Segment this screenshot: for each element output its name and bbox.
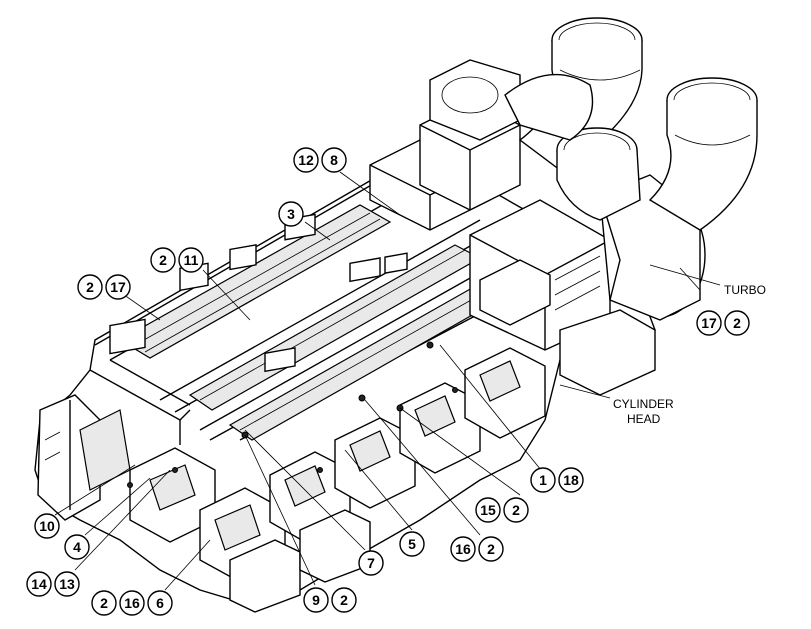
callout-12: 12 bbox=[293, 147, 319, 173]
callout-8: 8 bbox=[321, 147, 347, 173]
callout-14: 14 bbox=[26, 571, 52, 597]
callout-16-a: 16 bbox=[450, 536, 476, 562]
callout-2-f: 2 bbox=[331, 587, 357, 613]
callout-15: 15 bbox=[475, 497, 501, 523]
leader-lines bbox=[54, 171, 721, 591]
svg-text:13: 13 bbox=[59, 576, 75, 592]
svg-text:2: 2 bbox=[487, 541, 495, 557]
svg-text:2: 2 bbox=[86, 279, 94, 295]
callout-16-b: 16 bbox=[119, 590, 145, 616]
svg-text:1: 1 bbox=[539, 472, 547, 488]
svg-text:3: 3 bbox=[287, 206, 295, 222]
callout-2-d: 2 bbox=[503, 497, 529, 523]
turbo-label: TURBO bbox=[724, 283, 766, 297]
svg-text:2: 2 bbox=[340, 592, 348, 608]
svg-text:7: 7 bbox=[367, 555, 375, 571]
svg-text:17: 17 bbox=[701, 315, 717, 331]
callout-18: 18 bbox=[558, 467, 584, 493]
svg-text:8: 8 bbox=[330, 152, 338, 168]
text-labels: TURBO CYLINDER HEAD bbox=[613, 283, 766, 426]
cylinder-head-label-line1: CYLINDER bbox=[613, 397, 674, 411]
callout-2-e: 2 bbox=[478, 536, 504, 562]
callout-10: 10 bbox=[34, 513, 60, 539]
svg-text:15: 15 bbox=[480, 502, 496, 518]
callout-7: 7 bbox=[358, 550, 384, 576]
svg-text:2: 2 bbox=[100, 595, 108, 611]
callout-17-a: 17 bbox=[105, 274, 131, 300]
engine-block-drawing bbox=[34, 17, 758, 613]
svg-text:9: 9 bbox=[312, 592, 320, 608]
callout-4: 4 bbox=[64, 534, 90, 560]
exhaust-outlets bbox=[429, 17, 758, 231]
cylinder-head-label-line2: HEAD bbox=[627, 412, 661, 426]
callout-2-a: 2 bbox=[150, 247, 176, 273]
callout-2-b: 2 bbox=[77, 274, 103, 300]
callout-3: 3 bbox=[278, 201, 304, 227]
svg-text:2: 2 bbox=[159, 252, 167, 268]
svg-text:16: 16 bbox=[124, 595, 140, 611]
svg-text:12: 12 bbox=[298, 152, 314, 168]
svg-text:4: 4 bbox=[73, 539, 81, 555]
callout-1: 1 bbox=[530, 467, 556, 493]
cylinder-heads bbox=[129, 347, 546, 613]
callout-17-b: 17 bbox=[696, 310, 722, 336]
callouts: 12 8 3 2 11 2 17 17 2 1 18 15 2 16 2 5 7… bbox=[26, 147, 750, 616]
svg-text:17: 17 bbox=[110, 279, 126, 295]
svg-text:2: 2 bbox=[733, 315, 741, 331]
callout-2-c: 2 bbox=[724, 310, 750, 336]
callout-11: 11 bbox=[178, 247, 204, 273]
svg-text:14: 14 bbox=[31, 576, 47, 592]
callout-2-g: 2 bbox=[91, 590, 117, 616]
svg-text:2: 2 bbox=[512, 502, 520, 518]
callout-13: 13 bbox=[54, 571, 80, 597]
svg-text:6: 6 bbox=[156, 595, 164, 611]
callout-5: 5 bbox=[399, 531, 425, 557]
rail-brackets bbox=[109, 213, 408, 373]
callout-9: 9 bbox=[303, 587, 329, 613]
callout-6: 6 bbox=[147, 590, 173, 616]
svg-text:11: 11 bbox=[184, 252, 199, 268]
svg-text:16: 16 bbox=[455, 541, 471, 557]
svg-text:10: 10 bbox=[39, 518, 55, 534]
svg-text:18: 18 bbox=[563, 472, 579, 488]
svg-text:5: 5 bbox=[408, 536, 416, 552]
